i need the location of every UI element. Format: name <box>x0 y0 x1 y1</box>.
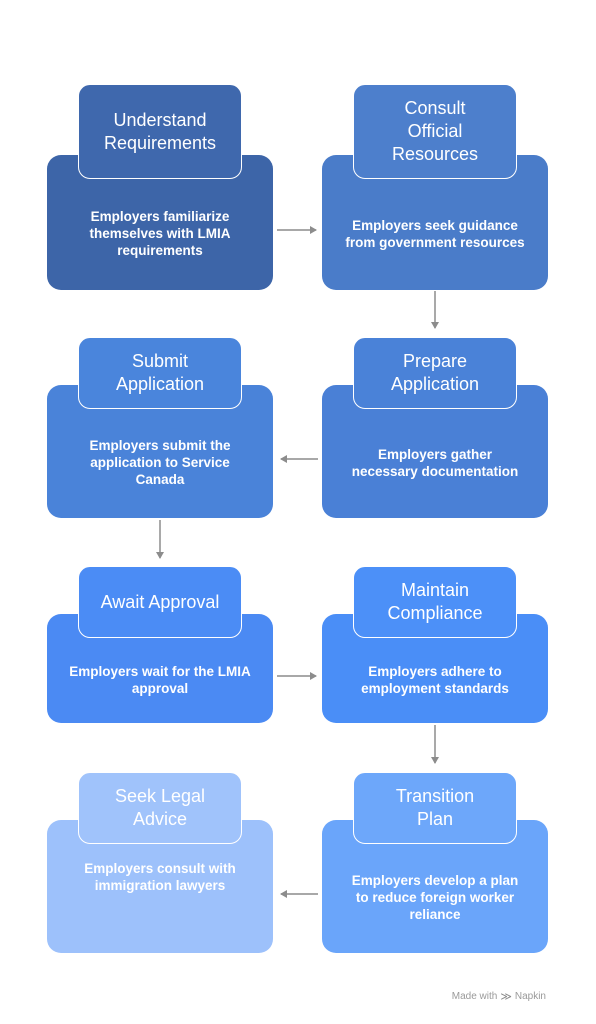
footer-brand-text: Napkin <box>514 991 546 1002</box>
step-maintain-compliance-title: Maintain Compliance <box>353 566 517 638</box>
step-description: Employers familiarize themselves with LM… <box>89 209 231 258</box>
step-description: Employers seek guidance from government … <box>345 217 525 250</box>
napkin-logo-icon: ≫ <box>500 991 512 1003</box>
step-understand-requirements-title: Understand Requirements <box>78 84 242 179</box>
step-description: Employers submit the application to Serv… <box>89 438 231 487</box>
step-title-text: Await Approval <box>100 591 220 612</box>
step-title-text: Consult Official Resources <box>391 98 479 164</box>
step-title-text: Prepare Application <box>390 351 480 394</box>
step-transition-plan-title: Transition Plan <box>353 772 517 844</box>
step-title-text: Seek Legal Advice <box>114 786 206 829</box>
step-description: Employers adhere to employment standards <box>361 663 509 696</box>
step-title-text: Submit Application <box>115 351 205 394</box>
step-consult-resources-title: Consult Official Resources <box>353 84 517 179</box>
step-description: Employers consult with immigration lawye… <box>84 860 236 893</box>
step-description: Employers gather necessary documentation <box>351 446 519 479</box>
made-with-napkin-footer: Made with ≫ Napkin <box>452 990 546 1003</box>
step-title-text: Maintain Compliance <box>387 580 483 623</box>
footer-made-with-text: Made with <box>451 991 498 1002</box>
step-title-text: Understand Requirements <box>103 109 217 153</box>
step-seek-legal-advice-title: Seek Legal Advice <box>78 772 242 844</box>
step-description: Employers wait for the LMIA approval <box>69 663 251 696</box>
step-prepare-application-title: Prepare Application <box>353 337 517 409</box>
step-title-text: Transition Plan <box>395 786 475 829</box>
step-description: Employers develop a plan to reduce forei… <box>351 873 519 922</box>
step-await-approval-title: Await Approval <box>78 566 242 638</box>
step-submit-application-title: Submit Application <box>78 337 242 409</box>
